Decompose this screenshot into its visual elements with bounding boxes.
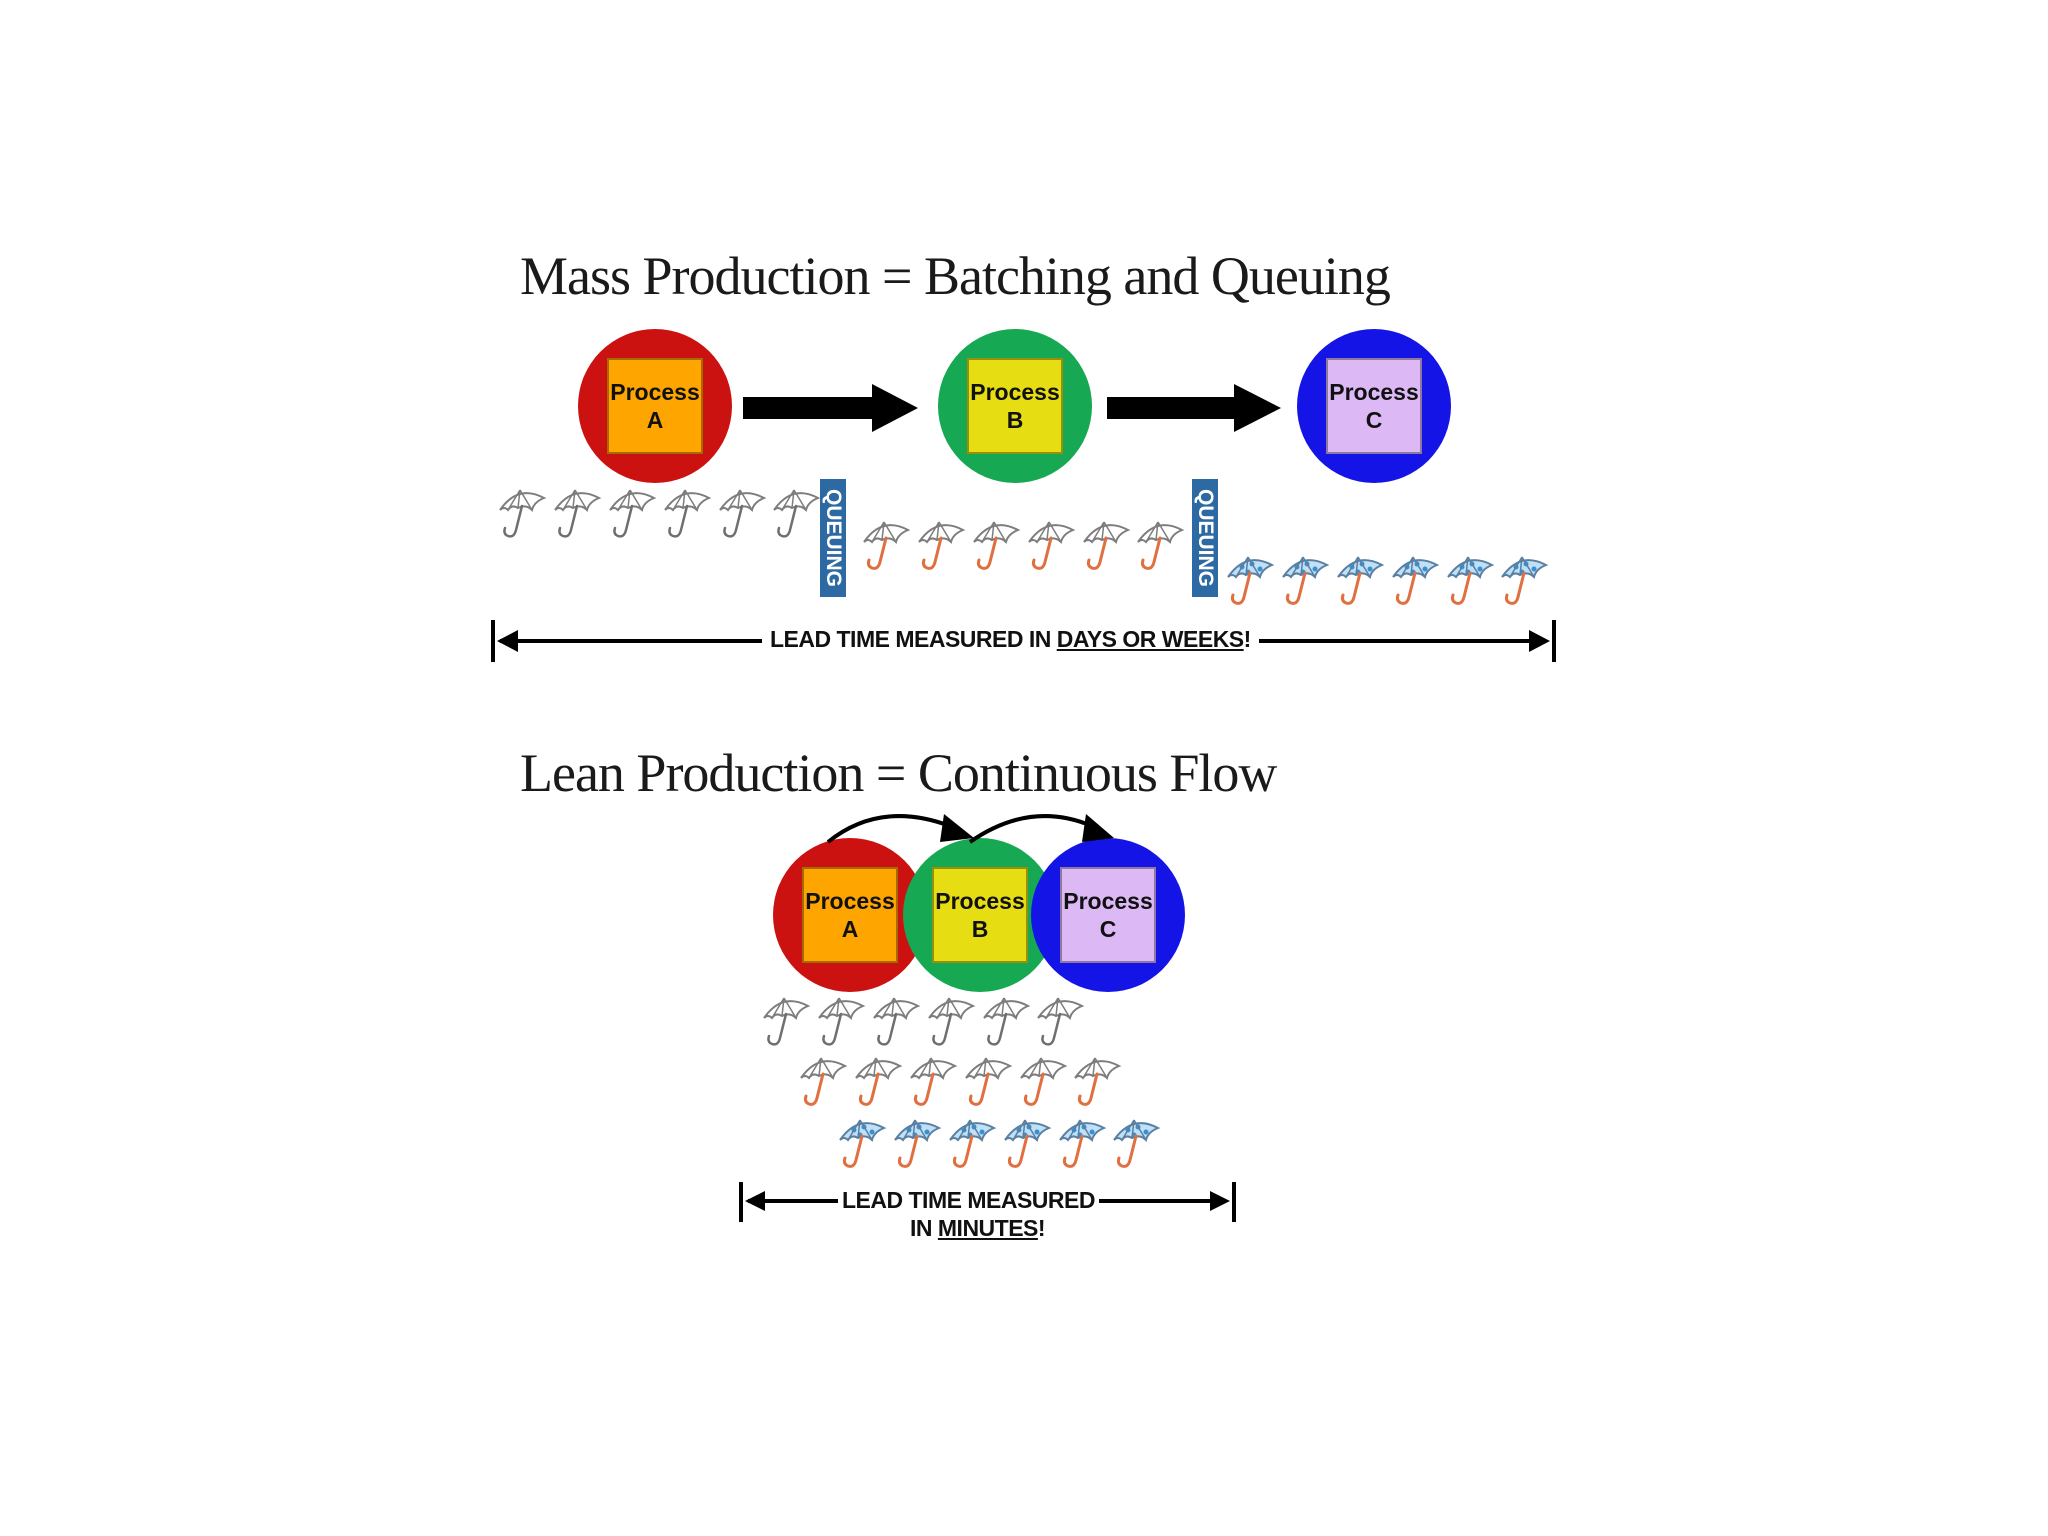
curved-arrow-icon	[826, 814, 974, 844]
lean-lead-time-label-line1: LEAD TIME MEASURED	[838, 1187, 1099, 1214]
umbrella-icon	[862, 520, 910, 570]
umbrella-batch-3	[1226, 555, 1548, 605]
umbrella-icon	[972, 520, 1020, 570]
process-label: Process	[805, 888, 895, 914]
process-letter: B	[971, 916, 989, 942]
mass-production-title: Mass Production = Batching and Queuing	[520, 246, 1391, 306]
process-letter: C	[1099, 916, 1117, 942]
arrow-right-icon	[1107, 384, 1281, 432]
mass-process-c-circle: Process C	[1297, 329, 1451, 483]
umbrella-icon	[854, 1056, 902, 1106]
umbrella-icon	[663, 488, 711, 538]
umbrella-icon	[1500, 555, 1548, 605]
process-letter: B	[1006, 407, 1024, 433]
umbrella-icon	[498, 488, 546, 538]
process-label: Process	[970, 379, 1060, 405]
umbrella-icon	[1136, 520, 1184, 570]
lean-umbrella-row-2	[799, 1056, 1121, 1106]
umbrella-icon	[948, 1118, 996, 1168]
lean-umbrella-row-3	[838, 1118, 1160, 1168]
arrow-right-icon	[743, 384, 918, 432]
umbrella-icon	[917, 520, 965, 570]
umbrella-icon	[1281, 555, 1329, 605]
lean-process-a-box: Process A	[802, 867, 898, 963]
umbrella-icon	[909, 1056, 957, 1106]
mass-process-c-box: Process C	[1326, 358, 1422, 454]
lean-process-a-circle: Process A	[773, 838, 927, 992]
curved-arrow-icon	[968, 814, 1114, 844]
umbrella-icon	[799, 1056, 847, 1106]
process-label: Process	[610, 379, 700, 405]
umbrella-icon	[1073, 1056, 1121, 1106]
lean-process-c-circle: Process C	[1031, 838, 1185, 992]
umbrella-icon	[1027, 520, 1075, 570]
umbrella-icon	[553, 488, 601, 538]
lean-umbrella-row-1	[762, 996, 1084, 1046]
mass-lead-time-label: LEAD TIME MEASURED IN DAYS OR WEEKS!	[762, 626, 1259, 653]
umbrella-icon	[1019, 1056, 1067, 1106]
umbrella-icon	[1036, 996, 1084, 1046]
lean-production-title: Lean Production = Continuous Flow	[520, 743, 1277, 803]
umbrella-icon	[893, 1118, 941, 1168]
process-label: Process	[935, 888, 1025, 914]
umbrella-icon	[1446, 555, 1494, 605]
lean-process-c-box: Process C	[1060, 867, 1156, 963]
mass-process-a-box: Process A	[607, 358, 703, 454]
process-letter: C	[1365, 407, 1383, 433]
umbrella-icon	[608, 488, 656, 538]
mass-process-b-circle: Process B	[938, 329, 1092, 483]
process-letter: A	[646, 407, 664, 433]
queuing-tag-2: QUEUING	[1192, 479, 1218, 597]
lean-process-b-box: Process B	[932, 867, 1028, 963]
umbrella-icon	[872, 996, 920, 1046]
process-letter: A	[841, 916, 859, 942]
process-label: Process	[1329, 379, 1419, 405]
lean-lead-time-label-line2: IN MINUTES!	[910, 1215, 1046, 1241]
umbrella-icon	[964, 1056, 1012, 1106]
umbrella-icon	[1003, 1118, 1051, 1168]
umbrella-icon	[838, 1118, 886, 1168]
umbrella-icon	[1336, 555, 1384, 605]
mass-process-b-box: Process B	[967, 358, 1063, 454]
umbrella-icon	[1112, 1118, 1160, 1168]
lean-process-b-circle: Process B	[903, 838, 1057, 992]
umbrella-icon	[762, 996, 810, 1046]
umbrella-icon	[817, 996, 865, 1046]
umbrella-icon	[772, 488, 820, 538]
umbrella-icon	[927, 996, 975, 1046]
umbrella-icon	[1226, 555, 1274, 605]
process-label: Process	[1063, 888, 1153, 914]
umbrella-icon	[1082, 520, 1130, 570]
umbrella-batch-2	[862, 520, 1184, 570]
umbrella-icon	[982, 996, 1030, 1046]
umbrella-icon	[1058, 1118, 1106, 1168]
mass-process-a-circle: Process A	[578, 329, 732, 483]
umbrella-batch-1	[498, 488, 820, 538]
queuing-tag-1: QUEUING	[820, 479, 846, 597]
umbrella-icon	[718, 488, 766, 538]
umbrella-icon	[1391, 555, 1439, 605]
